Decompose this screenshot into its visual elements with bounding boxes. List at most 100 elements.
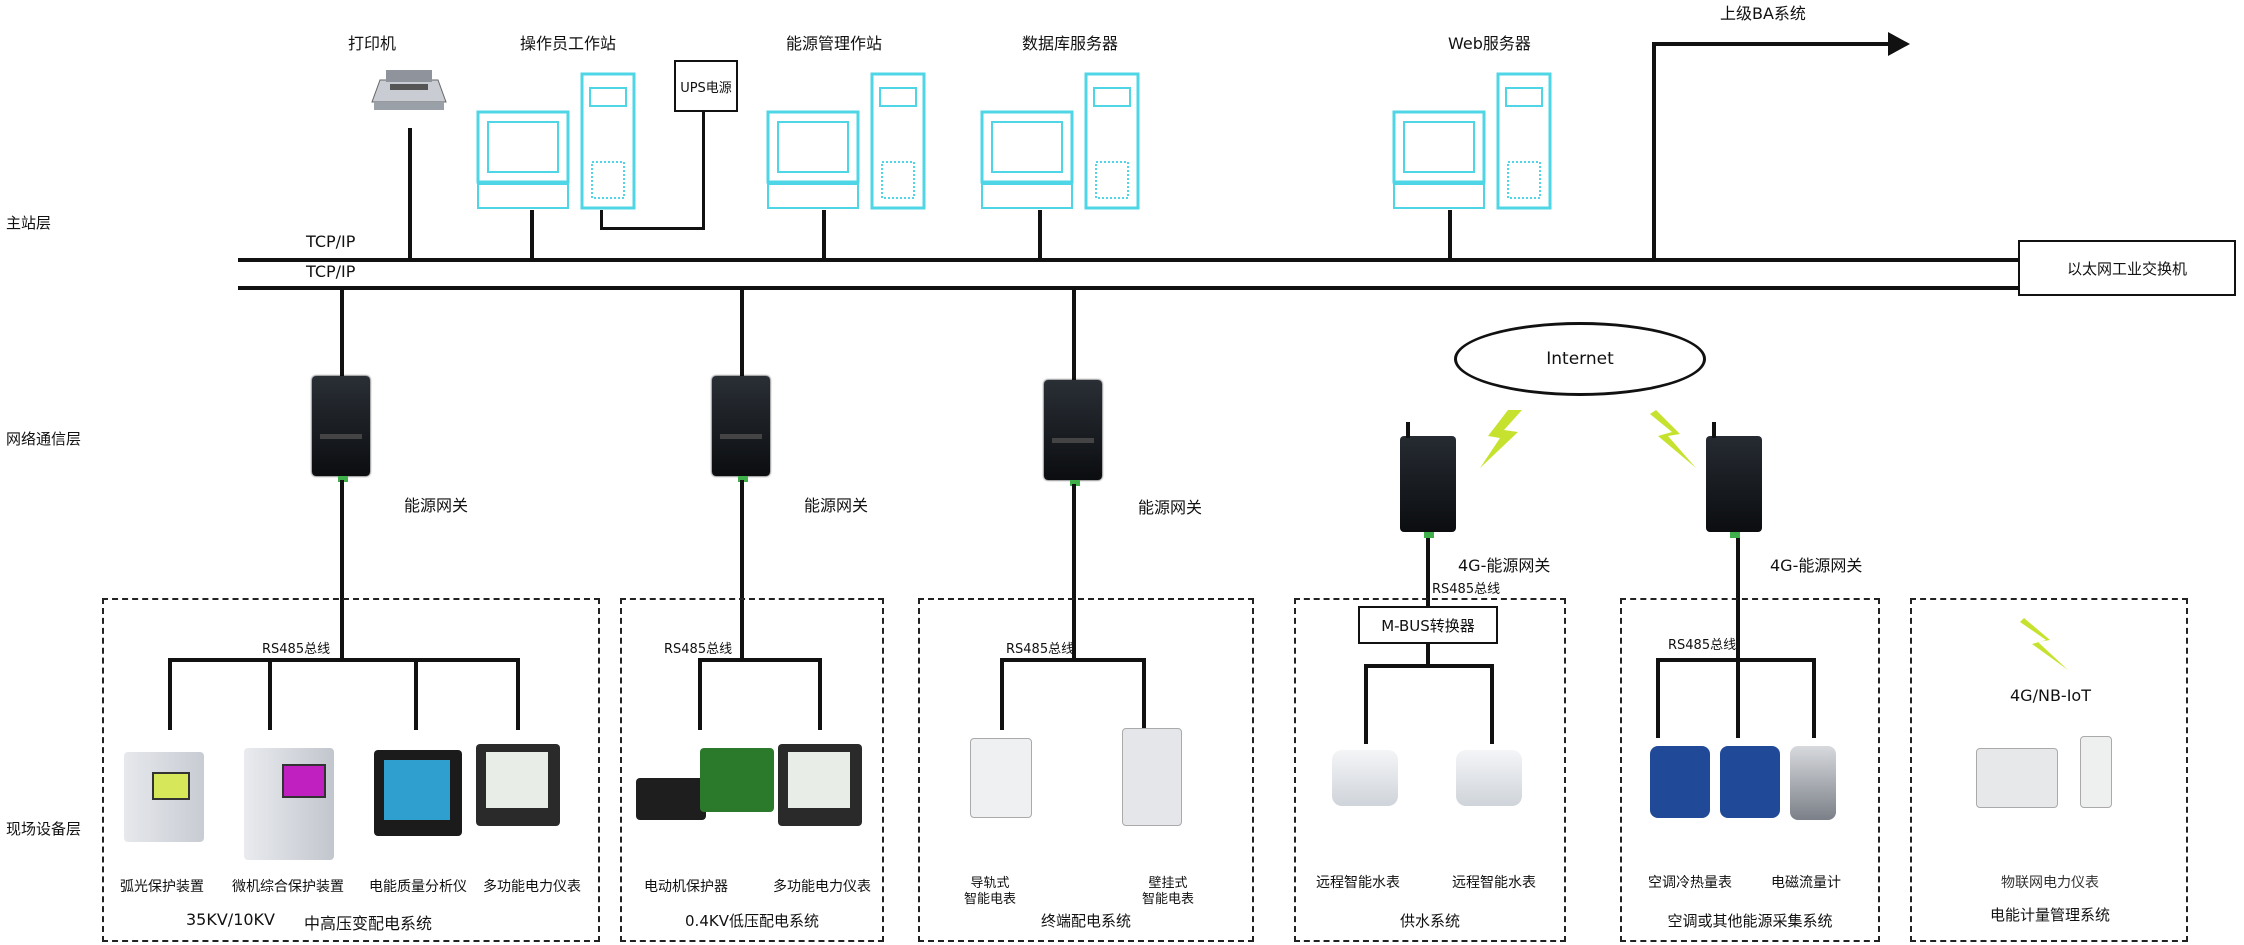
printer-icon bbox=[371, 70, 447, 110]
wireless-icon bbox=[2020, 618, 2068, 670]
gw4-down bbox=[1426, 538, 1430, 608]
upper-ba-hline bbox=[1652, 42, 1892, 46]
group-box-water bbox=[1294, 598, 1566, 942]
motor-protector-image bbox=[636, 778, 706, 820]
upper-ba-label: 上级BA系统 bbox=[1720, 4, 1806, 23]
ups-hline bbox=[600, 227, 705, 230]
operator-link bbox=[530, 210, 534, 260]
device-label: 导轨式 bbox=[970, 876, 1010, 891]
rs485-label-5: RS485总线 bbox=[1668, 638, 1737, 653]
gw3-down bbox=[1072, 484, 1076, 658]
system-label-metering: 电能计量管理系统 bbox=[1989, 906, 2111, 924]
gateway-label-1: 能源网关 bbox=[404, 496, 469, 515]
db-server-label: 数据库服务器 bbox=[1022, 34, 1119, 53]
system-label-terminal: 终端配电系统 bbox=[1040, 912, 1132, 930]
rs485-label-1: RS485总线 bbox=[262, 642, 331, 657]
layer-label-field: 现场设备层 bbox=[6, 820, 82, 838]
nbiot-label: 4G/NB-IoT bbox=[2010, 686, 2091, 705]
rs485-label-3: RS485总线 bbox=[1006, 642, 1075, 657]
wall-mount-meter-image bbox=[1122, 728, 1182, 826]
device-label: 物联网电力仪表 bbox=[2001, 875, 2099, 891]
bus-terminal bbox=[1000, 658, 1146, 662]
flow-meter-image bbox=[1790, 746, 1836, 820]
water-meter-2-image bbox=[1456, 750, 1522, 806]
wireless-icon bbox=[1480, 410, 1522, 468]
device-label: 微机综合保护装置 bbox=[232, 879, 344, 895]
operator-station-label: 操作员工作站 bbox=[520, 34, 617, 53]
energy-link bbox=[822, 210, 826, 260]
system-label-water: 供水系统 bbox=[1399, 912, 1461, 930]
4g-gateway-2 bbox=[1706, 422, 1762, 538]
system-label-voltage: 35KV/10KV bbox=[186, 910, 275, 929]
tcp-bus-1 bbox=[238, 258, 2018, 262]
operator-workstation-icon bbox=[476, 72, 636, 210]
drop bbox=[1656, 658, 1660, 738]
gw3-up bbox=[1072, 288, 1076, 380]
gateway-label-5: 4G-能源网关 bbox=[1770, 556, 1863, 575]
upper-ba-vline bbox=[1652, 42, 1656, 260]
water-meter-1-image bbox=[1332, 750, 1398, 806]
drop bbox=[1736, 658, 1740, 738]
energy-gateway-2 bbox=[712, 376, 770, 482]
device-label: 电动机保护器 bbox=[644, 879, 728, 895]
drop bbox=[1426, 644, 1430, 666]
energy-workstation-icon bbox=[766, 72, 926, 210]
drop bbox=[516, 658, 520, 730]
energy-station-label: 能源管理作站 bbox=[786, 34, 883, 53]
rs485-label-4: RS485总线 bbox=[1432, 582, 1501, 597]
web-link bbox=[1448, 210, 1452, 260]
bus-lv bbox=[698, 658, 822, 662]
drop bbox=[1142, 658, 1146, 730]
energy-gateway-1 bbox=[312, 376, 370, 482]
heat-meter-2-image bbox=[1720, 746, 1780, 818]
bus-hv bbox=[168, 658, 518, 662]
system-label-hvac: 空调或其他能源采集系统 bbox=[1667, 912, 1833, 930]
device-label: 智能电表 bbox=[963, 892, 1017, 907]
group-box-metering bbox=[1910, 598, 2188, 942]
drop bbox=[268, 658, 272, 730]
system-label-hv: 中高压变配电系统 bbox=[304, 914, 433, 933]
device-label: 电磁流量计 bbox=[1771, 875, 1841, 891]
device-label: 远程智能水表 bbox=[1316, 875, 1400, 891]
ups-link bbox=[600, 210, 603, 230]
heat-meter-1-image bbox=[1650, 746, 1710, 818]
tcp-ip-label-2: TCP/IP bbox=[306, 262, 356, 281]
tcp-ip-label-1: TCP/IP bbox=[306, 232, 356, 251]
drop bbox=[818, 658, 822, 730]
layer-label-network: 网络通信层 bbox=[6, 430, 82, 448]
motor-protector-module-image bbox=[700, 748, 774, 812]
drop bbox=[1364, 664, 1368, 744]
gateway-label-3: 能源网关 bbox=[1138, 498, 1203, 517]
iot-meter-antenna-image bbox=[2080, 736, 2112, 808]
db-link bbox=[1038, 210, 1042, 260]
gw2-down bbox=[740, 480, 744, 658]
device-label: 远程智能水表 bbox=[1452, 875, 1536, 891]
device-label: 多功能电力仪表 bbox=[773, 879, 871, 895]
ups-vline bbox=[702, 112, 705, 230]
internet-cloud: Internet bbox=[1454, 322, 1706, 396]
group-box-hv bbox=[102, 598, 600, 942]
ethernet-switch: 以太网工业交换机 bbox=[2018, 240, 2236, 296]
gateway-label-4: 4G-能源网关 bbox=[1458, 556, 1551, 575]
bus-water bbox=[1364, 664, 1494, 668]
4g-gateway-1 bbox=[1400, 422, 1456, 538]
drop bbox=[1490, 664, 1494, 744]
database-server-icon bbox=[980, 72, 1140, 210]
relay-protection-device-image bbox=[244, 748, 334, 860]
group-box-lv bbox=[620, 598, 884, 942]
printer-link bbox=[408, 128, 412, 260]
gw1-up bbox=[340, 288, 344, 376]
device-label: 壁挂式 bbox=[1148, 876, 1188, 891]
web-server-icon bbox=[1392, 72, 1552, 210]
system-label-lv: 0.4KV低压配电系统 bbox=[685, 912, 819, 930]
iot-meter-image bbox=[1976, 748, 2058, 808]
energy-gateway-3 bbox=[1044, 380, 1102, 486]
power-quality-analyzer-image bbox=[374, 750, 462, 836]
mbus-converter: M-BUS转换器 bbox=[1358, 606, 1498, 644]
gw1-down bbox=[340, 480, 344, 658]
drop bbox=[698, 658, 702, 730]
gateway-label-2: 能源网关 bbox=[804, 496, 869, 515]
gw2-up bbox=[740, 288, 744, 376]
device-label: 空调冷热量表 bbox=[1648, 875, 1732, 891]
group-box-hvac bbox=[1620, 598, 1880, 942]
